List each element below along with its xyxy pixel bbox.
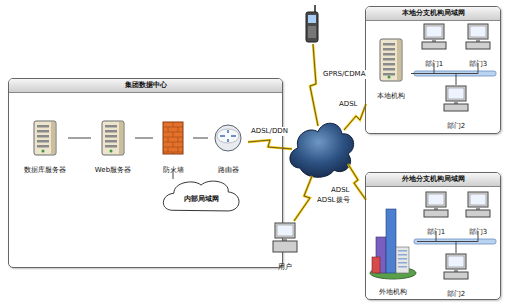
node-label: 部门2 [447, 289, 465, 299]
node-label: 外地机构 [379, 287, 407, 297]
router-icon [208, 119, 248, 157]
server-icon [91, 119, 135, 157]
lan-cloud: 内部局域网 [161, 179, 241, 213]
pc-icon [421, 191, 451, 219]
network-cable [193, 138, 208, 139]
pc-node: 部门2 [441, 253, 471, 293]
node-label: 部门1 [425, 59, 443, 69]
building-icon [369, 205, 417, 279]
pc-node: 部门1 [419, 23, 449, 63]
network-cable [68, 138, 91, 139]
node-label: 部门2 [447, 121, 465, 131]
server-node: 本地机构 [371, 37, 411, 95]
pc-icon [441, 85, 471, 113]
link-label: ADSL [330, 186, 351, 195]
link-label: GPRS/CDMA [322, 70, 366, 79]
network-cable [135, 138, 153, 139]
network-group: 本地机构部门1部门3部门2本地分支机构局域网 [365, 6, 501, 134]
pc-icon [441, 253, 471, 281]
group-title: 本地分支机构局域网 [366, 7, 500, 21]
server-icon [22, 119, 68, 157]
node-label: 部门1 [427, 227, 445, 237]
mobile-phone [306, 5, 318, 42]
pc-node: 部门3 [463, 191, 493, 231]
network-cable [417, 242, 456, 254]
node-label: Web服务器 [95, 165, 131, 175]
pc-node: 部门1 [421, 191, 451, 231]
wireless-links [248, 44, 366, 221]
pc-node: 用户 [268, 222, 302, 266]
pc-node: 部门3 [463, 23, 493, 63]
building-node: 外地机构 [369, 205, 417, 291]
node-label: 用户 [278, 262, 292, 272]
router-node: 路由器 [208, 119, 248, 169]
pc-icon [268, 222, 302, 254]
link-label: ADSL/DDN [250, 127, 289, 136]
node-label: 路由器 [218, 165, 239, 175]
server-node: 数据库服务器 [22, 119, 68, 169]
server-icon [371, 37, 411, 83]
pc-icon [419, 23, 449, 51]
node-label: 防火墙 [163, 165, 184, 175]
network-cable [411, 74, 456, 86]
group-title: 集团数据中心 [9, 79, 282, 93]
pc-icon [463, 191, 493, 219]
firewall-node: 防火墙 [153, 119, 193, 169]
network-group: 数据库服务器Web服务器防火墙路由器内部局域网集团数据中心 [8, 78, 283, 268]
pc-icon [463, 23, 493, 51]
network-group: 外地机构部门1部门3部门2外地分支机构局域网 [365, 172, 501, 300]
link-label: ADSL [338, 100, 359, 109]
internet-cloud [290, 123, 354, 177]
link-label: ADSL拨号 [316, 196, 351, 205]
node-label: 本地机构 [377, 91, 405, 101]
pc-node: 部门2 [441, 85, 471, 125]
node-label: 部门3 [469, 227, 487, 237]
node-label: 内部局域网 [184, 182, 219, 216]
group-title: 外地分支机构局域网 [366, 173, 500, 187]
server-node: Web服务器 [91, 119, 135, 169]
firewall-icon [153, 119, 193, 157]
network-cable [411, 63, 478, 74]
node-label: 部门3 [469, 59, 487, 69]
node-label: 数据库服务器 [24, 165, 66, 175]
